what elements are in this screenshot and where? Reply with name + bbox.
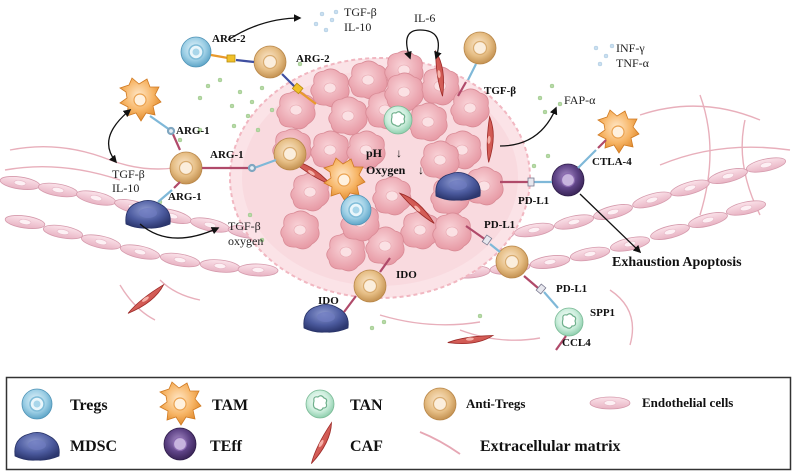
- ph-oxygen-annotation: pH ↓ Oxygen ↓: [366, 146, 424, 177]
- svg-text:ARG-1: ARG-1: [176, 125, 210, 137]
- anti-tregs-cell-top-right: [463, 31, 497, 65]
- legend-item-tan: TAN: [305, 389, 383, 419]
- svg-text:↓: ↓: [396, 146, 402, 160]
- svg-text:pH: pH: [366, 146, 383, 160]
- svg-text:IL-10: IL-10: [112, 181, 139, 195]
- svg-text:PD-L1: PD-L1: [518, 195, 549, 207]
- legend-item-anti-tregs: Anti-Tregs: [423, 387, 525, 421]
- signal-arrows: [108, 14, 642, 254]
- svg-text:IL-10: IL-10: [344, 20, 371, 34]
- diagram-labels: ARG-2 ARG-2 TGF-β IL-10 IL-6 INF-γ TNF-α…: [112, 5, 742, 349]
- anti-tregs-cell-top: [253, 45, 287, 79]
- svg-text:TGF-β: TGF-β: [484, 85, 516, 97]
- legend-item-endothelial-cells: Endothelial cells: [589, 395, 733, 410]
- legend-item-caf: CAF: [298, 422, 383, 465]
- teff-cell-right: [551, 163, 585, 197]
- svg-text:IDO: IDO: [396, 269, 417, 281]
- tan-cell-bottom-right: [554, 307, 584, 337]
- tregs-cell-top: [180, 36, 212, 68]
- mdsc-cell-bottom: [303, 303, 349, 333]
- tam-cell-left: [119, 77, 162, 122]
- legend-item-extracellular-matrix: Extracellular matrix: [419, 431, 621, 455]
- svg-text:CAF: CAF: [350, 438, 383, 455]
- svg-text:↓: ↓: [418, 163, 424, 177]
- anti-tregs-cell-left: [169, 151, 203, 185]
- svg-text:Oxygen: Oxygen: [366, 163, 406, 177]
- tam-cell-right: [597, 109, 640, 154]
- svg-text:TEff: TEff: [210, 438, 243, 455]
- svg-text:ARG-2: ARG-2: [212, 33, 246, 45]
- svg-text:TGF-β: TGF-β: [228, 219, 261, 233]
- svg-text:TGF-β: TGF-β: [344, 5, 377, 19]
- svg-text:Endothelial cells: Endothelial cells: [642, 395, 733, 410]
- svg-text:IL-6: IL-6: [414, 11, 435, 25]
- svg-text:SPP1: SPP1: [590, 307, 615, 319]
- svg-text:TNF-α: TNF-α: [616, 56, 650, 70]
- legend-item-teff: TEff: [163, 427, 243, 461]
- tregs-cell-center: [340, 194, 372, 226]
- svg-text:oxygen: oxygen: [228, 234, 263, 248]
- svg-text:PD-L1: PD-L1: [556, 283, 587, 295]
- svg-text:CTLA-4: CTLA-4: [592, 156, 632, 168]
- anti-tregs-cell-bottom: [353, 269, 387, 303]
- svg-text:ARG-2: ARG-2: [296, 53, 330, 65]
- legend-item-tam: TAM: [159, 381, 248, 426]
- svg-text:TGF-β: TGF-β: [112, 167, 145, 181]
- svg-text:IDO: IDO: [318, 295, 339, 307]
- svg-text:INF-γ: INF-γ: [616, 41, 645, 55]
- legend: Tregs TAM TAN Anti-Tregs Endothelial cel…: [14, 381, 733, 465]
- svg-text:FAP-α: FAP-α: [564, 93, 596, 107]
- svg-text:ARG-1: ARG-1: [210, 149, 244, 161]
- svg-text:TAN: TAN: [350, 397, 383, 414]
- legend-item-mdsc: MDSC: [14, 431, 117, 461]
- svg-text:Extracellular matrix: Extracellular matrix: [480, 438, 621, 455]
- receptor-connectors: [149, 53, 607, 351]
- tan-cell-center: [383, 105, 413, 135]
- cytokine-dots-blue: [313, 9, 615, 67]
- svg-text:Exhaustion Apoptosis: Exhaustion Apoptosis: [612, 255, 742, 270]
- extracellular-matrix-fibers: [4, 94, 791, 346]
- svg-text:ARG-1: ARG-1: [168, 191, 202, 203]
- svg-text:PD-L1: PD-L1: [484, 219, 515, 231]
- svg-text:Tregs: Tregs: [70, 397, 108, 414]
- svg-text:Anti-Tregs: Anti-Tregs: [466, 396, 525, 411]
- svg-text:TAM: TAM: [212, 397, 248, 414]
- svg-text:MDSC: MDSC: [70, 438, 117, 455]
- anti-tregs-cell-bottom-right: [495, 245, 529, 279]
- svg-text:CCL4: CCL4: [562, 337, 591, 349]
- legend-item-tregs: Tregs: [21, 388, 108, 420]
- anti-tregs-cell-edge: [273, 137, 307, 171]
- legend-box: [5, 376, 792, 471]
